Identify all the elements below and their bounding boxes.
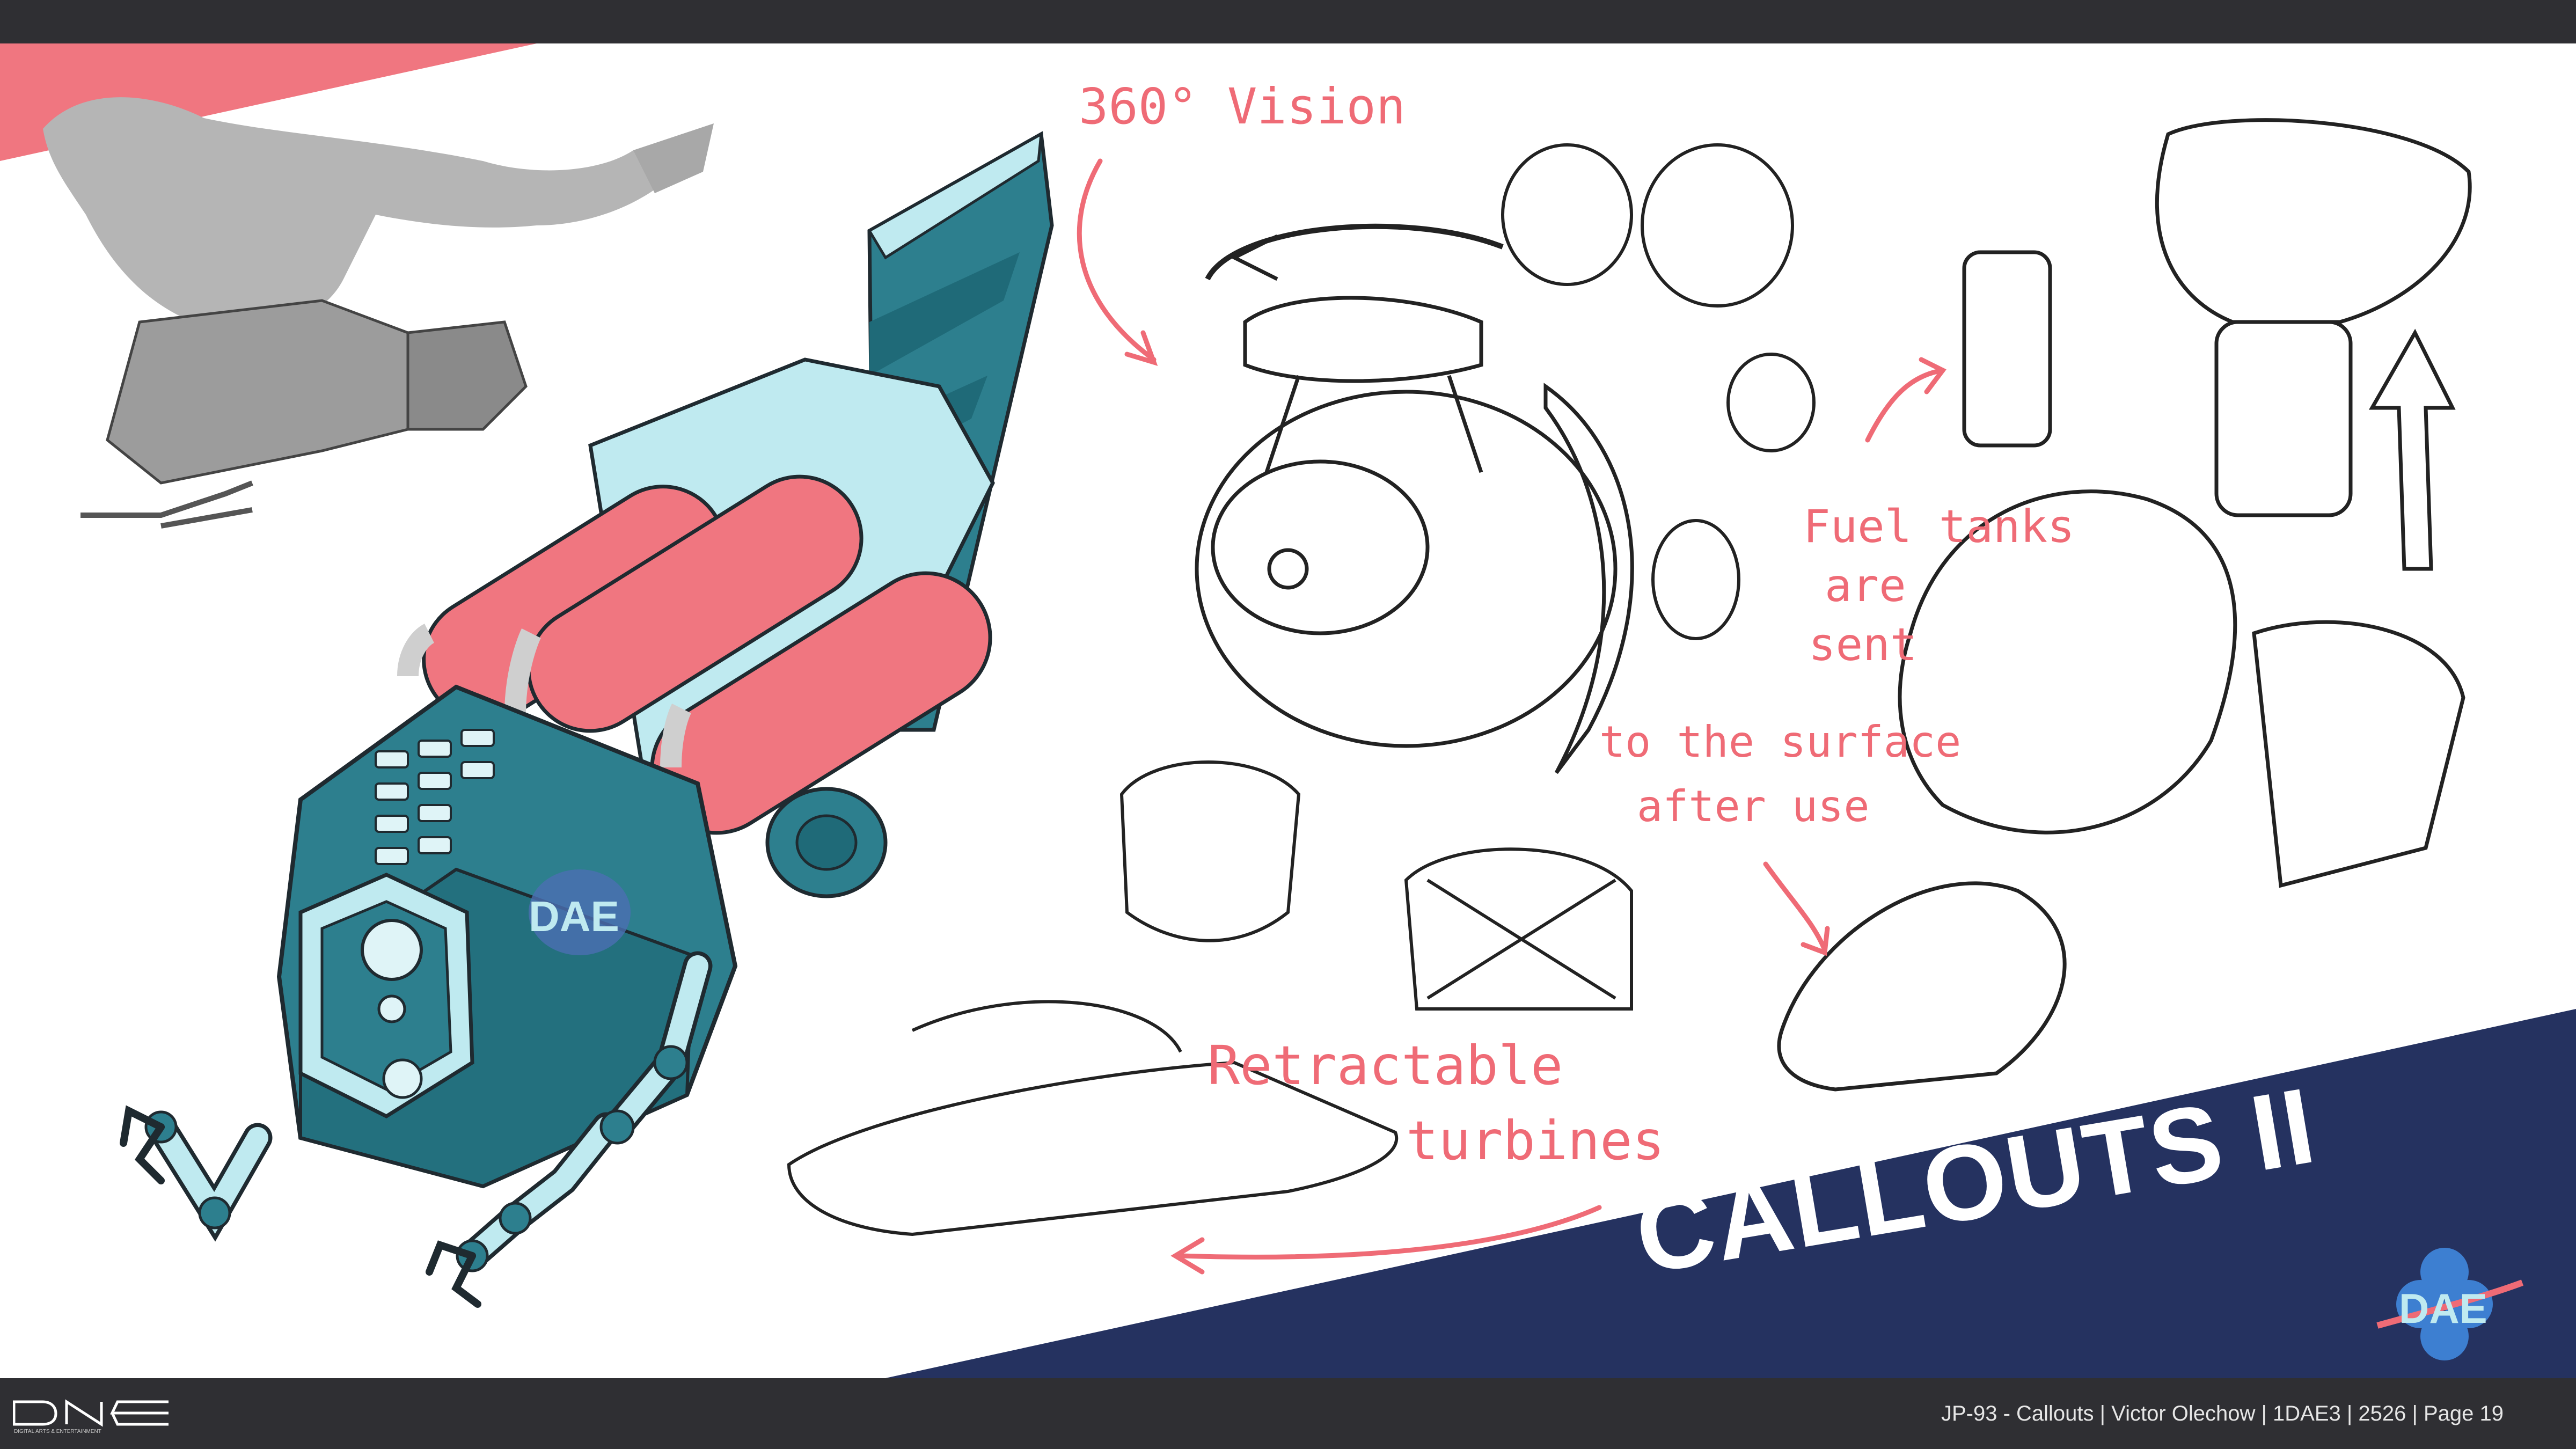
callout-turbines-line2: turbines — [1406, 1109, 1665, 1172]
svg-text:DAE: DAE — [529, 892, 619, 940]
callout-vision: 360° Vision — [1079, 78, 1406, 135]
callout-turbines-line1: Retractable — [1208, 1034, 1563, 1097]
dae-footer-logo: DIGITAL ARTS & ENTERTAINMENT — [13, 1399, 169, 1435]
top-bar — [0, 0, 2576, 43]
callout-fuel-line2: are — [1825, 559, 1906, 612]
camera-sketch — [1195, 223, 1634, 774]
drone-color-render: DAE — [120, 131, 1054, 1308]
diver-reference-sketch — [43, 97, 714, 529]
dae-badge-logo: DAE — [2376, 1248, 2524, 1360]
callout-fuel-line1: Fuel tanks — [1803, 500, 2075, 553]
fuel-tank-sketches — [1777, 118, 2472, 1092]
title-banner — [885, 1009, 2576, 1378]
bottom-bar — [0, 1378, 2576, 1449]
component-sketches — [787, 143, 1816, 1236]
callout-fuel-line5: after use — [1637, 781, 1869, 831]
badge-text: DAE — [2399, 1285, 2487, 1332]
callout-fuel-line4: to the surface — [1599, 717, 1961, 767]
callout-arrows — [1077, 158, 1946, 1275]
callout-fuel-line3: sent — [1809, 618, 1917, 671]
footer-logo-subtitle: DIGITAL ARTS & ENTERTAINMENT — [14, 1429, 101, 1435]
footer-credits: JP-93 - Callouts | Victor Olechow | 1DAE… — [1941, 1402, 2504, 1425]
